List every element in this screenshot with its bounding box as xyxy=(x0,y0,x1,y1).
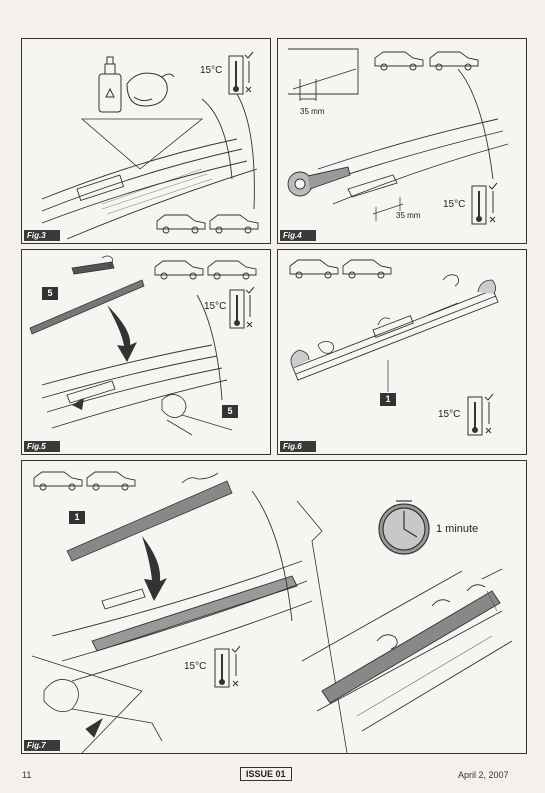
cross-icon xyxy=(232,680,239,687)
timer-label: 1 minute xyxy=(436,523,479,535)
temperature-label: 15°C xyxy=(200,65,223,76)
car-side-icon xyxy=(33,471,136,491)
figure-3-panel: 15°C Fig.3 xyxy=(21,38,271,244)
part-callout: 1 xyxy=(69,511,85,524)
part-callout: 1 xyxy=(380,393,396,406)
figure-5-illustration xyxy=(29,255,257,436)
part-callout: 5 xyxy=(42,287,58,300)
adhesive-tape-icon xyxy=(287,166,351,197)
figure-label: Fig.5 xyxy=(24,441,60,452)
figure-label: Fig.4 xyxy=(280,230,316,241)
temperature-label: 15°C xyxy=(204,301,227,312)
figure-label: Fig.7 xyxy=(24,740,60,751)
figure-label: Fig.6 xyxy=(280,441,316,452)
figure-7-panel: 1 1 minute 15°C Fig.7 xyxy=(21,460,527,754)
temperature-label: 15°C xyxy=(438,409,461,420)
car-side-icon xyxy=(374,51,479,71)
part-callout: 5 xyxy=(222,405,238,418)
cleaner-bottle-icon xyxy=(98,56,122,113)
dimension-top-label: 35 mm xyxy=(300,107,325,116)
temperature-label: 15°C xyxy=(443,199,466,210)
thermometer-icon xyxy=(214,648,230,688)
issue-badge: ISSUE 01 xyxy=(240,767,292,781)
figure-5-panel: 5 5 15°C Fig.5 xyxy=(21,249,271,455)
temperature-label: 15°C xyxy=(184,661,207,672)
thermometer-icon xyxy=(467,396,483,436)
figure-3-illustration xyxy=(41,51,259,240)
figure-6-panel: 1 15°C Fig.6 xyxy=(277,249,527,455)
figure-4-panel: 35 mm 35 mm 15°C Fig.4 xyxy=(277,38,527,244)
check-icon xyxy=(488,182,498,190)
clock-icon xyxy=(378,500,430,555)
thermometer-icon xyxy=(229,289,245,329)
figure-6-illustration xyxy=(289,259,499,436)
car-side-icon xyxy=(156,214,259,234)
car-side-icon xyxy=(289,259,392,279)
thermometer-icon xyxy=(228,55,244,95)
cross-icon xyxy=(245,86,252,93)
check-icon xyxy=(231,645,241,653)
document-date: April 2, 2007 xyxy=(458,770,509,780)
figure-label: Fig.3 xyxy=(24,230,60,241)
cross-icon xyxy=(485,427,492,434)
page-number: 11 xyxy=(22,770,32,780)
check-icon xyxy=(484,393,494,401)
dimension-bottom-label: 35 mm xyxy=(396,211,421,220)
car-side-icon xyxy=(154,260,257,280)
check-icon xyxy=(244,51,254,59)
check-icon xyxy=(245,286,255,294)
figure-4-illustration xyxy=(287,48,509,225)
figure-7-illustration xyxy=(31,471,513,753)
cloth-hand-icon xyxy=(126,72,175,107)
cross-icon xyxy=(489,216,496,223)
thermometer-icon xyxy=(471,185,487,225)
cross-icon xyxy=(246,321,253,328)
